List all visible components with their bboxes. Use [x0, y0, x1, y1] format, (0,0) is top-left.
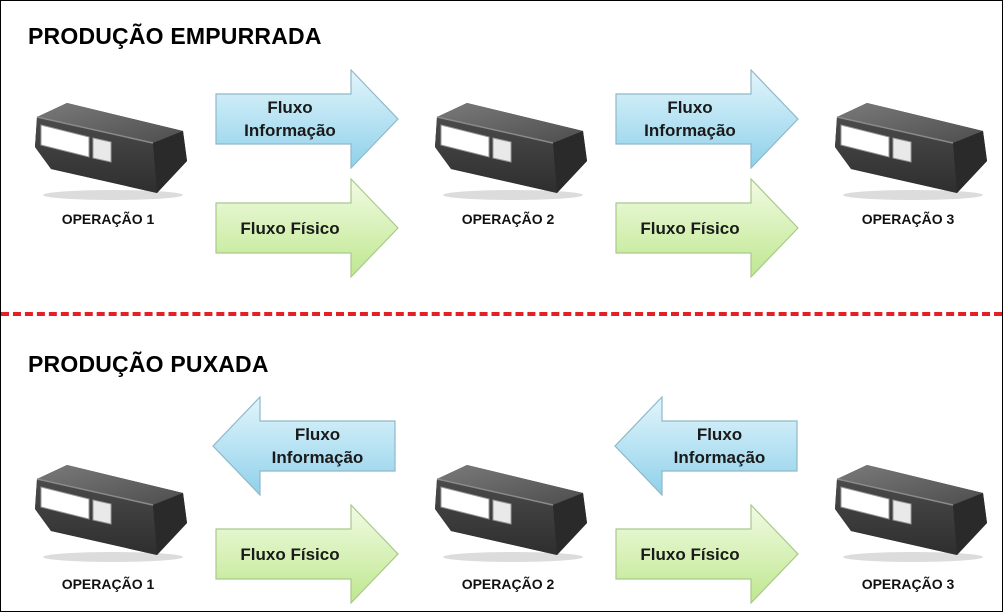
push-operation-1-machine-icon [27, 95, 189, 203]
physical-flow-label: Fluxo Físico [240, 544, 340, 564]
physical-flow-label: Fluxo Físico [240, 218, 340, 238]
pull-operation-1-label: OPERAÇÃO 1 [61, 576, 155, 592]
physical-flow-label: Fluxo Físico [640, 218, 740, 238]
pull-physical-flow-arrow-2: Fluxo Físico [615, 504, 800, 604]
push-operation-3-machine-icon [827, 95, 989, 203]
pull-section-title: PRODUÇÃO PUXADA [28, 351, 269, 377]
info-flow-label-line-1: Fluxo [667, 98, 713, 117]
pull-operation-1-machine-icon [27, 457, 189, 565]
pull-info-flow-arrow-1: Fluxo Informação [211, 396, 396, 496]
info-flow-label-line-1: Fluxo [267, 98, 313, 117]
info-flow-label-line-2: Informação [244, 121, 336, 140]
push-section-title: PRODUÇÃO EMPURRADA [28, 23, 322, 49]
info-flow-label-line-1: Fluxo [696, 425, 743, 444]
push-physical-flow-arrow-2: Fluxo Físico [615, 178, 800, 278]
push-physical-flow-arrow-1: Fluxo Físico [215, 178, 400, 278]
pull-operation-2-label: OPERAÇÃO 2 [461, 576, 555, 592]
pull-operation-3-machine-icon [827, 457, 989, 565]
info-flow-label-line-2: Informação [673, 448, 766, 467]
push-operation-2-label: OPERAÇÃO 2 [461, 211, 555, 227]
push-operation-2-machine-icon [427, 95, 589, 203]
physical-flow-label: Fluxo Físico [640, 544, 740, 564]
push-operation-1-label: OPERAÇÃO 1 [61, 211, 155, 227]
pull-physical-flow-arrow-1: Fluxo Físico [215, 504, 400, 604]
push-info-flow-arrow-1: Fluxo Informação [215, 69, 400, 169]
pull-info-flow-arrow-2: Fluxo Informação [613, 396, 798, 496]
push-info-flow-arrow-2: Fluxo Informação [615, 69, 800, 169]
pull-operation-3-label: OPERAÇÃO 3 [861, 576, 955, 592]
section-divider [1, 312, 1002, 316]
push-operation-3-label: OPERAÇÃO 3 [861, 211, 955, 227]
info-flow-label-line-1: Fluxo [294, 425, 341, 444]
info-flow-label-line-2: Informação [271, 448, 364, 467]
info-flow-label-line-2: Informação [644, 121, 736, 140]
pull-operation-2-machine-icon [427, 457, 589, 565]
